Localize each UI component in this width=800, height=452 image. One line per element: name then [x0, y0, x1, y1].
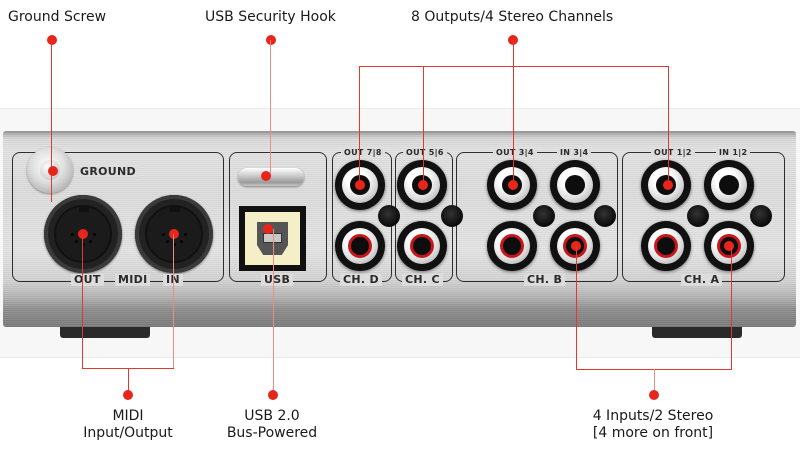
usb-callout-line [273, 229, 274, 393]
inputs-callout-line2: [4 more on front] [592, 425, 714, 441]
outputs-callout-line-ch-d [359, 66, 360, 185]
inputs-callout-line1: 4 Inputs/2 Stereo [592, 408, 714, 424]
ground-callout-dot [47, 35, 57, 45]
ch-c-label: CH. C [402, 274, 443, 286]
midi-callout-stem [128, 368, 129, 392]
midi-out-target-dot [78, 229, 88, 239]
midi-callout-dot [123, 390, 133, 400]
midi-out-label: OUT [71, 274, 104, 286]
usb-b-port [239, 206, 306, 271]
usb-hook-callout-line [270, 40, 271, 176]
in-12-label: IN 1|2 [716, 148, 751, 157]
usb-hook-callout-dot [266, 35, 276, 45]
panel-screw [533, 205, 555, 227]
midi-out-callout-line [82, 234, 83, 369]
panel-screw [378, 205, 400, 227]
inputs-callout: 4 Inputs/2 Stereo [4 more on front] [583, 408, 723, 442]
usb-security-hook-callout: USB Security Hook [205, 9, 336, 25]
midi-in-target-dot [169, 229, 179, 239]
rca-out-56-red [397, 221, 447, 271]
out-34-label: OUT 3|4 [493, 148, 537, 157]
in-12-target-dot [724, 241, 734, 251]
outputs-callout-line-ch-c [423, 66, 424, 185]
outputs-callout-line-ch-b [513, 40, 514, 185]
panel-screw [441, 205, 463, 227]
outputs-callout-bracket [359, 66, 668, 67]
midi-label: MIDI [115, 274, 151, 286]
usb-callout-line2: Bus-Powered [226, 425, 318, 441]
usb-port-target-dot [263, 224, 273, 234]
out-12-label: OUT 1|2 [651, 148, 695, 157]
ground-label: GROUND [77, 166, 139, 178]
out-78-target-dot [355, 180, 365, 190]
usb-callout: USB 2.0 Bus-Powered [222, 408, 322, 442]
ground-screw-callout: Ground Screw [8, 9, 107, 25]
ch-d-label: CH. D [340, 274, 382, 286]
out-78-label: OUT 7|8 [341, 148, 385, 157]
panel-screw [687, 205, 709, 227]
rca-out-12-red [641, 221, 691, 271]
ch-a-label: CH. A [681, 274, 723, 286]
out-34-target-dot [508, 180, 518, 190]
out-56-target-dot [418, 180, 428, 190]
panel-screw [594, 205, 616, 227]
ground-callout-line [51, 40, 52, 202]
rca-out-34-red [487, 221, 537, 271]
midi-callout: MIDI Input/Output [78, 408, 178, 442]
in-34-label: IN 3|4 [557, 148, 592, 157]
out-12-target-dot [663, 180, 673, 190]
ground-target-dot [48, 166, 58, 176]
midi-callout-line2: Input/Output [83, 425, 173, 441]
rca-in-12-white [704, 160, 754, 210]
ground-screw [27, 147, 73, 193]
inputs-callout-dot [649, 390, 659, 400]
inputs-callout-line-ch-b [576, 246, 577, 370]
midi-out-port [44, 195, 122, 273]
rca-out-78-red [335, 221, 385, 271]
panel-screw [750, 205, 772, 227]
device-foot-right [652, 326, 742, 338]
usb-security-hook [238, 168, 304, 186]
midi-in-callout-line [173, 234, 174, 369]
usb-callout-line1: USB 2.0 [244, 408, 300, 424]
out-56-label: OUT 5|6 [403, 148, 447, 157]
midi-in-label: IN [163, 274, 183, 286]
device-foot-left [60, 326, 150, 338]
usb-hook-target-dot [261, 171, 271, 181]
usb-label: USB [261, 274, 294, 286]
ch-b-label: CH. B [524, 274, 566, 286]
usb-callout-dot [268, 390, 278, 400]
inputs-callout-stem [654, 369, 655, 391]
outputs-callout: 8 Outputs/4 Stereo Channels [411, 9, 614, 25]
midi-callout-line1: MIDI [112, 408, 144, 424]
inputs-callout-line-ch-a [731, 246, 732, 370]
outputs-callout-line-ch-a [668, 66, 669, 185]
rca-in-34-white [550, 160, 600, 210]
